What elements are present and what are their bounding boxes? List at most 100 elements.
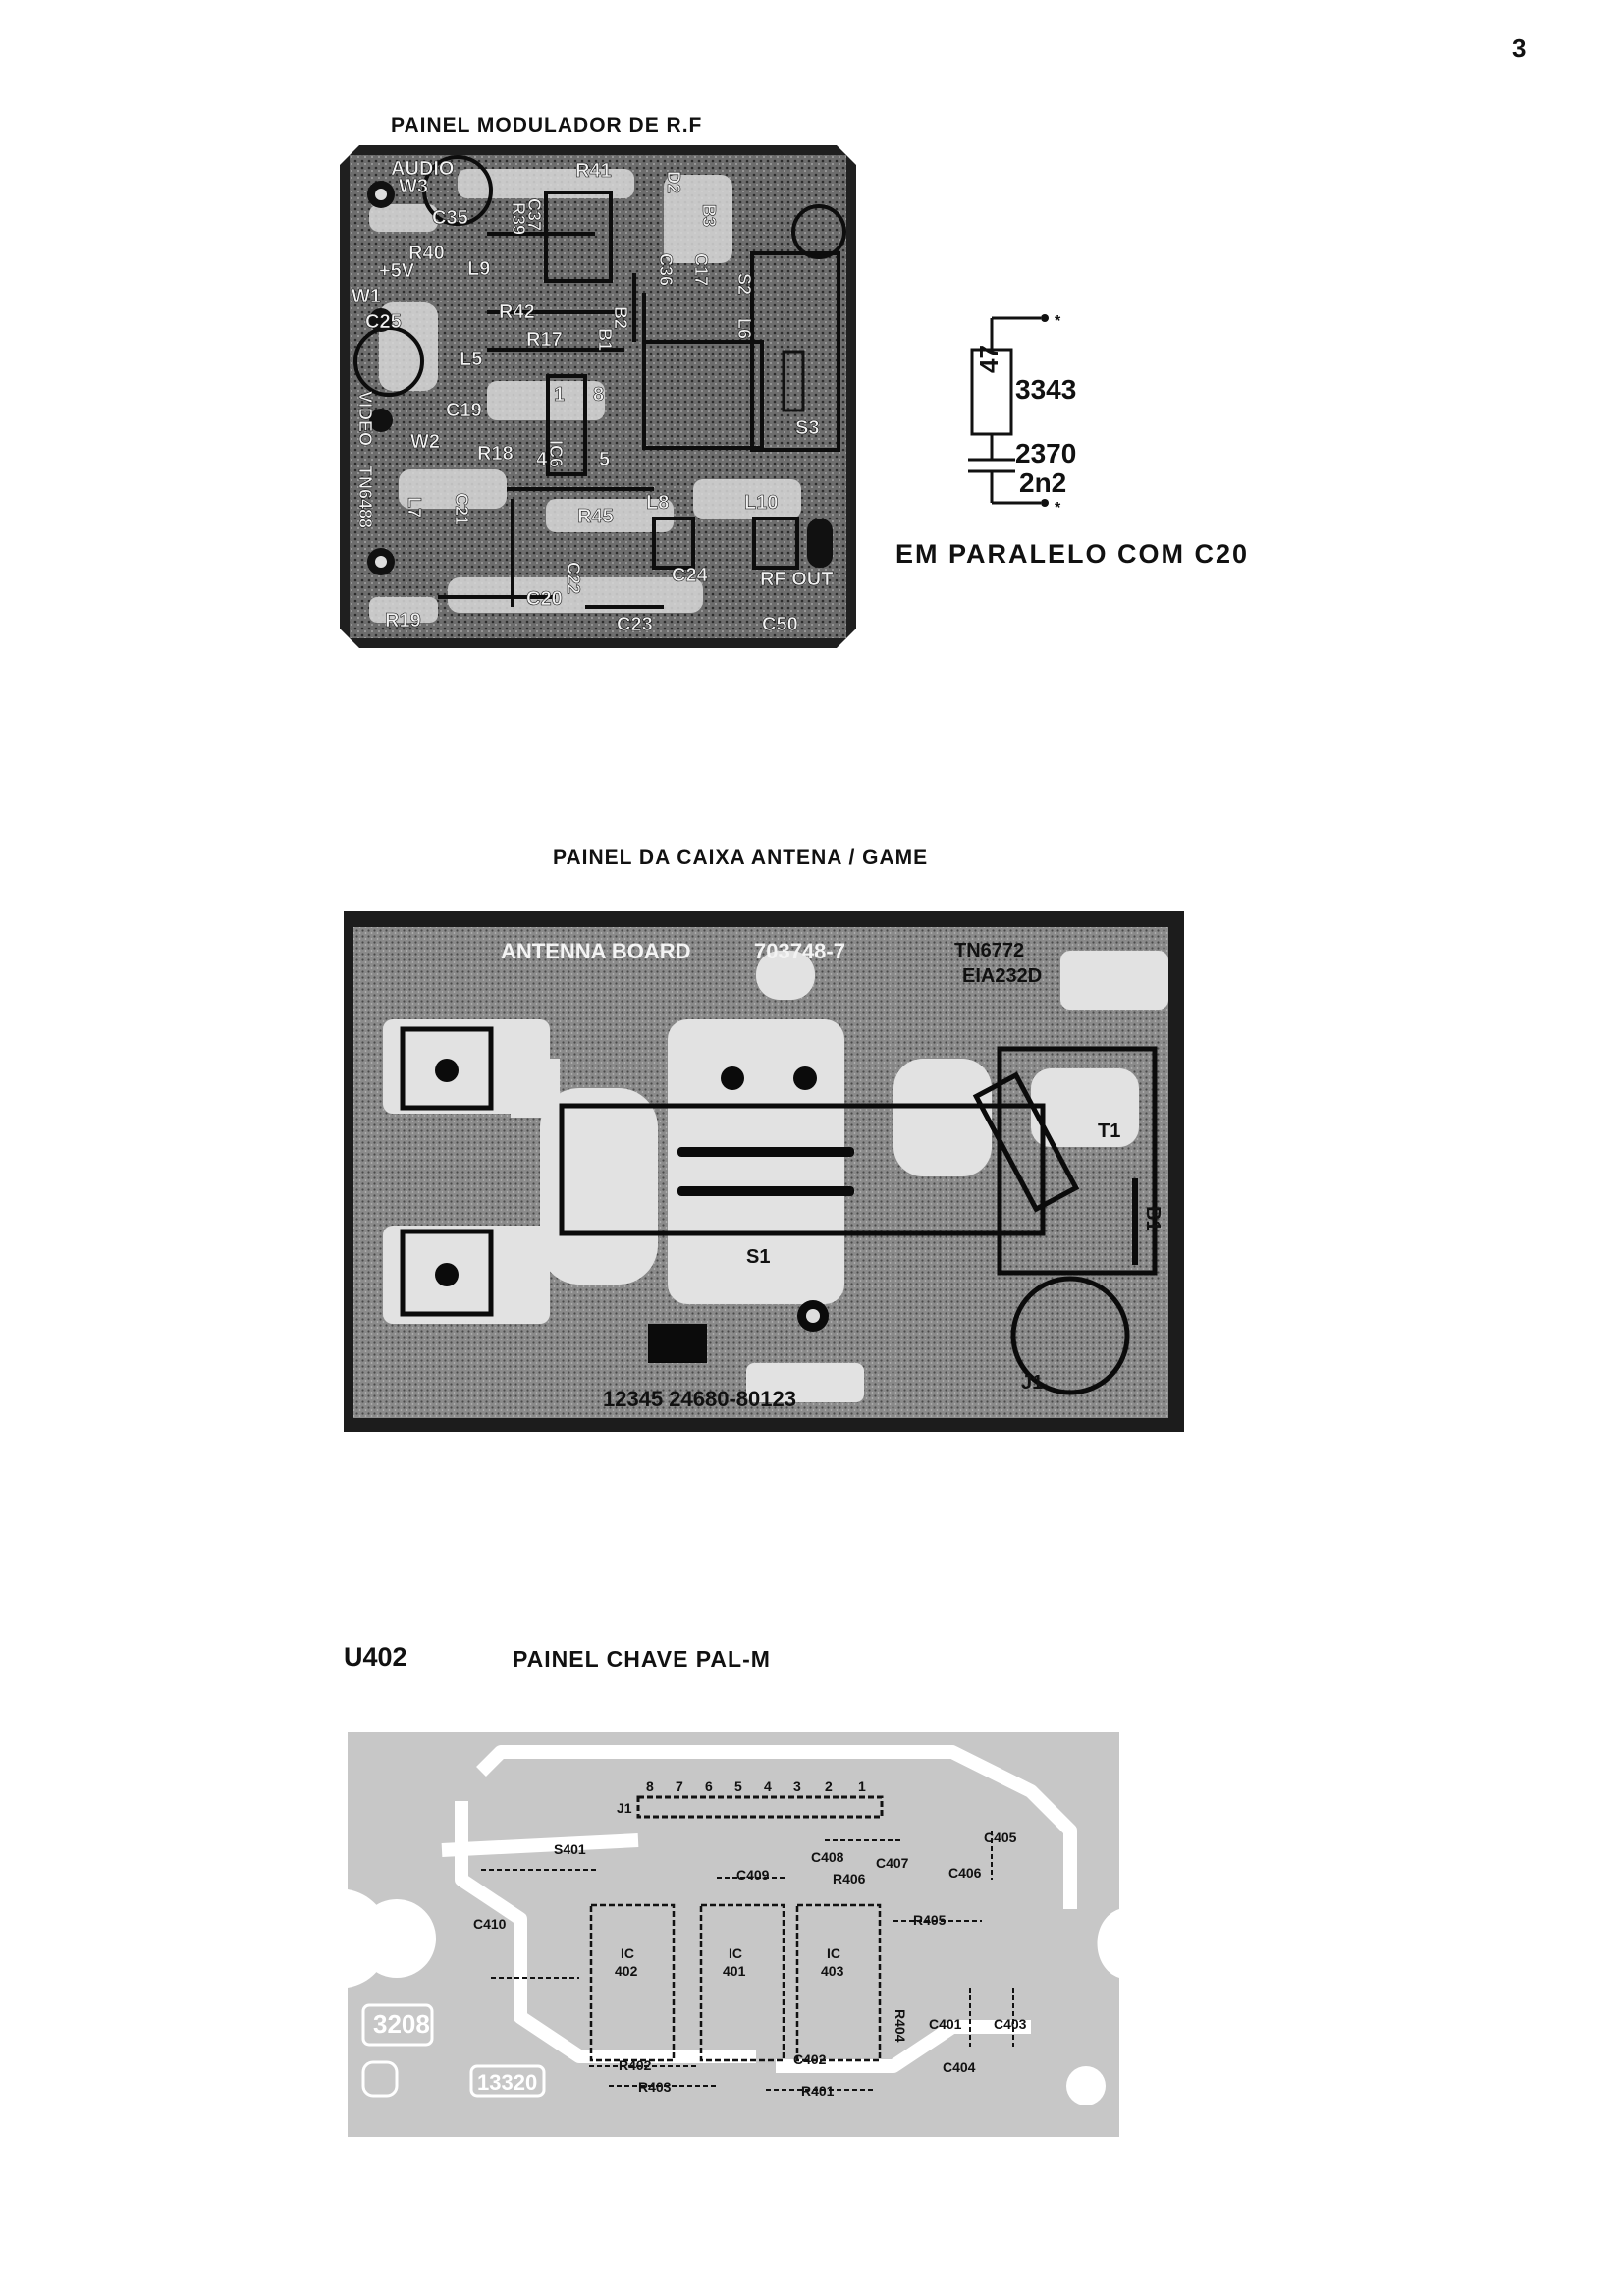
svg-text:C409: C409 (736, 1867, 770, 1883)
parallel-component-diagram: * * (968, 313, 1061, 517)
svg-text:C50: C50 (762, 614, 798, 635)
antenna-board-code: 703748-7 (754, 939, 845, 963)
svg-text:R42: R42 (499, 301, 535, 323)
rf-modulator-board: AUDIO W3 C35 R41 R40 +5V W1 C25 L9 R42 R… (340, 145, 856, 648)
svg-text:R404: R404 (893, 2009, 908, 2043)
palm-board-mark-2: 13320 (477, 2070, 537, 2095)
svg-text:L7: L7 (405, 497, 424, 518)
svg-text:C21: C21 (452, 493, 471, 525)
svg-text:L9: L9 (467, 258, 490, 280)
svg-text:R402: R402 (619, 2057, 652, 2073)
svg-text:C17: C17 (691, 253, 711, 286)
svg-text:3: 3 (793, 1778, 801, 1794)
svg-text:B1: B1 (595, 328, 615, 351)
svg-text:R19: R19 (385, 610, 421, 631)
svg-text:C20: C20 (526, 588, 563, 610)
svg-text:IC: IC (827, 1945, 840, 1961)
svg-text:C37: C37 (524, 198, 544, 231)
svg-text:R40: R40 (408, 243, 445, 264)
svg-text:L10: L10 (744, 492, 778, 514)
svg-text:S401: S401 (554, 1841, 586, 1857)
svg-text:C405: C405 (984, 1830, 1017, 1845)
svg-text:5: 5 (599, 449, 610, 470)
svg-text:R18: R18 (477, 443, 514, 465)
svg-text:L8: L8 (646, 492, 669, 514)
svg-text:C408: C408 (811, 1849, 844, 1865)
svg-text:2: 2 (825, 1778, 833, 1794)
svg-text:*: * (1055, 313, 1061, 330)
svg-text:R403: R403 (638, 2079, 672, 2095)
svg-text:R41: R41 (575, 160, 612, 182)
palm-board-mark-1: 3208 (373, 2009, 430, 2039)
svg-text:J1: J1 (1021, 1372, 1043, 1394)
svg-text:C23: C23 (617, 614, 653, 635)
capacitor-value: 2n2 (1019, 467, 1067, 498)
svg-text:C403: C403 (994, 2016, 1027, 2032)
svg-text:403: 403 (821, 1963, 844, 1979)
svg-text:T1: T1 (1098, 1121, 1120, 1142)
svg-text:W1: W1 (352, 286, 381, 307)
rf-panel-title: PAINEL MODULADOR DE R.F (391, 114, 703, 137)
svg-text:C25: C25 (365, 311, 402, 333)
page-number: 3 (1512, 33, 1527, 63)
svg-text:B2: B2 (611, 306, 630, 329)
antenna-board-name: ANTENNA BOARD (501, 939, 691, 963)
svg-text:7: 7 (676, 1778, 683, 1794)
parallel-note-text: EM PARALELO COM C20 (895, 539, 1250, 569)
svg-text:W3: W3 (399, 176, 428, 197)
palm-panel-title: PAINEL CHAVE PAL-M (513, 1646, 771, 1671)
svg-text:W2: W2 (410, 431, 440, 453)
svg-text:C24: C24 (672, 565, 709, 586)
antenna-serial: 12345 24680-80123 (603, 1387, 796, 1411)
svg-text:C404: C404 (943, 2059, 976, 2075)
svg-text:C407: C407 (876, 1855, 909, 1871)
svg-text:L5: L5 (460, 349, 482, 370)
svg-text:402: 402 (615, 1963, 638, 1979)
svg-text:S3: S3 (795, 417, 819, 439)
resistor-part: 3343 (1015, 374, 1077, 405)
svg-text:*: * (1055, 500, 1061, 517)
rf-label: AUDIO (391, 158, 454, 180)
svg-text:R39: R39 (509, 202, 528, 235)
svg-text:6: 6 (705, 1778, 713, 1794)
svg-text:8: 8 (593, 384, 604, 406)
svg-text:R17: R17 (526, 329, 563, 351)
svg-text:C19: C19 (446, 400, 482, 421)
svg-text:VIDEO: VIDEO (355, 391, 375, 446)
palm-switch-board: 3208 13320 8 7 6 5 4 3 2 1 J1 IC 402 IC 401 IC 40… (348, 1732, 1119, 2137)
antenna-tn-code: TN6772 (954, 940, 1024, 961)
svg-text:IC6: IC6 (546, 440, 566, 467)
svg-text:1: 1 (554, 384, 565, 406)
svg-text:J1: J1 (617, 1800, 632, 1816)
svg-text:C36: C36 (656, 253, 676, 286)
svg-text:C35: C35 (432, 207, 468, 229)
svg-text:TN6488: TN6488 (355, 465, 375, 528)
svg-text:4: 4 (764, 1778, 772, 1794)
antenna-eia-code: EIA232D (962, 965, 1042, 987)
svg-text:C406: C406 (948, 1865, 982, 1881)
svg-text:S1: S1 (746, 1246, 770, 1268)
svg-text:1: 1 (858, 1778, 866, 1794)
svg-text:8: 8 (646, 1778, 654, 1794)
antenna-panel-title: PAINEL DA CAIXA ANTENA / GAME (553, 847, 929, 869)
svg-text:RF OUT: RF OUT (760, 569, 833, 590)
svg-text:B1: B1 (1142, 1206, 1164, 1231)
svg-text:L6: L6 (734, 318, 754, 339)
svg-text:S2: S2 (734, 273, 754, 295)
svg-text:C410: C410 (473, 1916, 507, 1932)
svg-text:C22: C22 (564, 562, 583, 594)
svg-text:5: 5 (734, 1778, 742, 1794)
svg-text:IC: IC (621, 1945, 634, 1961)
capacitor-part: 2370 (1015, 438, 1077, 468)
svg-text:R45: R45 (577, 506, 614, 527)
svg-text:B3: B3 (699, 204, 719, 227)
svg-text:IC: IC (729, 1945, 742, 1961)
svg-text:401: 401 (723, 1963, 746, 1979)
svg-text:D2: D2 (664, 171, 683, 193)
svg-text:C401: C401 (929, 2016, 962, 2032)
svg-text:R406: R406 (833, 1871, 866, 1886)
svg-text:C402: C402 (793, 2051, 827, 2067)
antenna-board: ANTENNA BOARD 703748-7 TN6772 EIA232D T1… (344, 911, 1184, 1432)
palm-panel-ref: U402 (344, 1642, 407, 1671)
svg-text:+5V: +5V (379, 260, 415, 282)
